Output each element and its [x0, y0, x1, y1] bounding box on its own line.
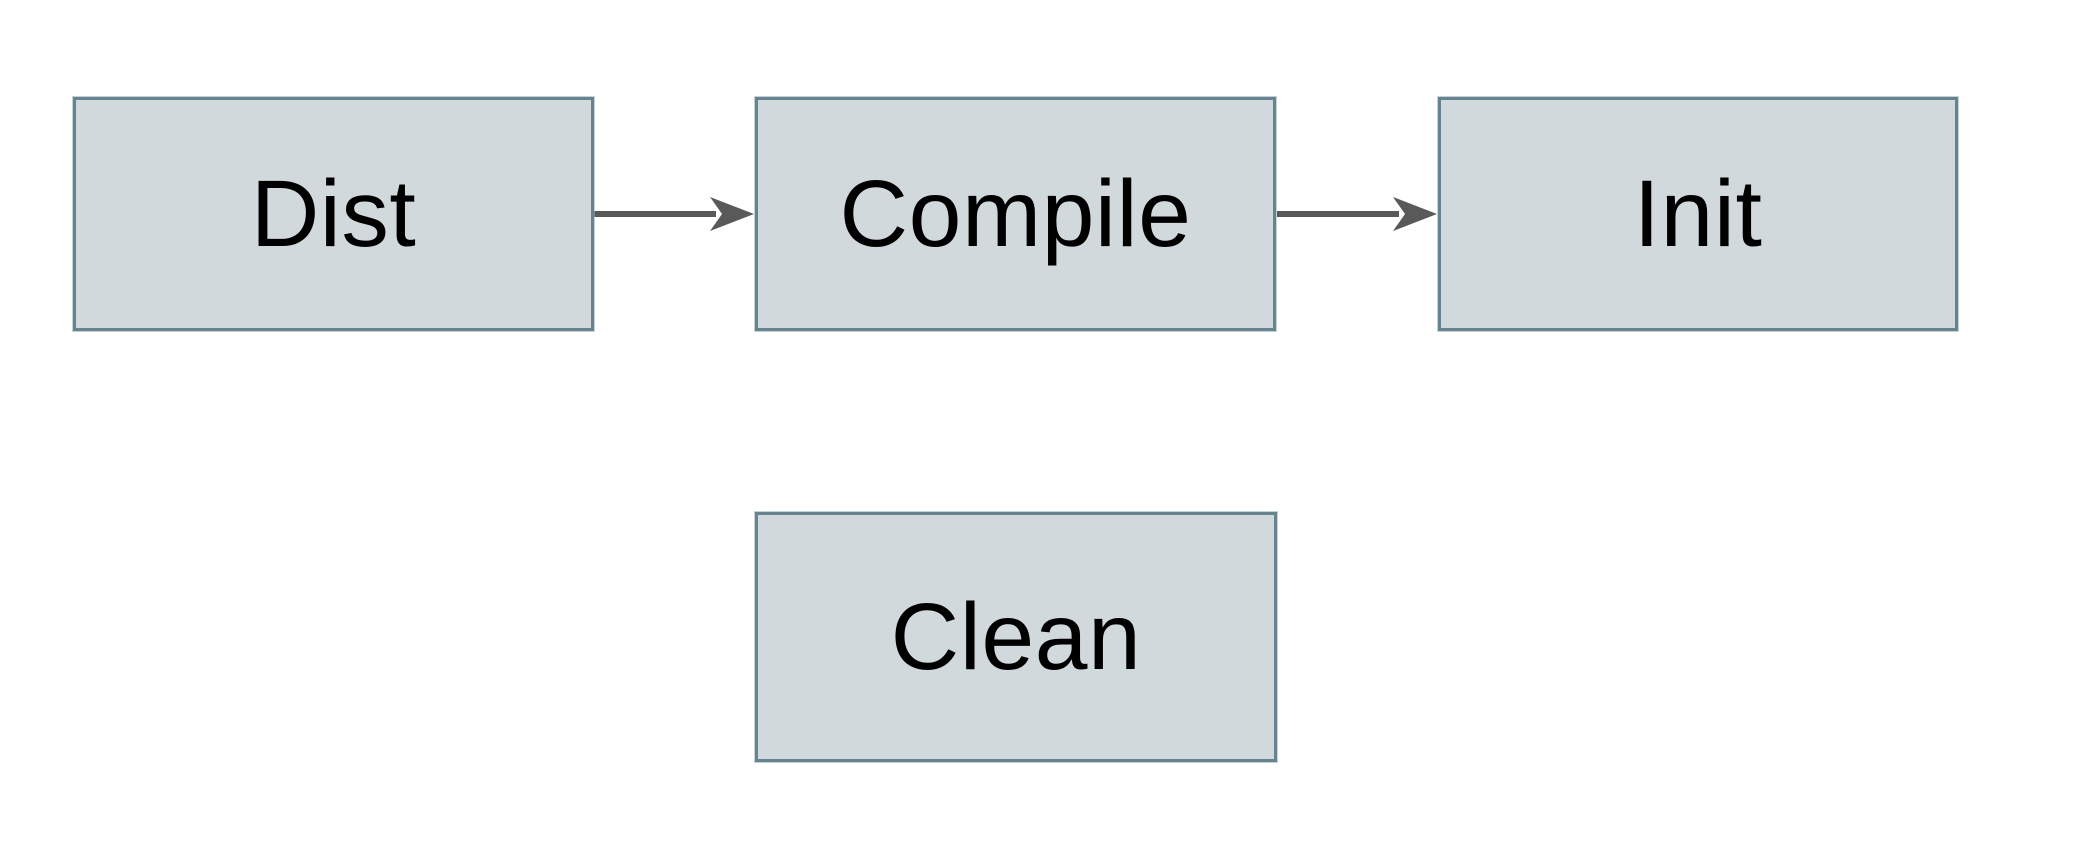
node-clean-label: Clean	[890, 583, 1142, 690]
arrow-dist-to-compile	[594, 197, 754, 231]
node-init: Init	[1438, 97, 1958, 331]
node-compile: Compile	[755, 97, 1276, 331]
node-dist-label: Dist	[250, 160, 417, 267]
node-compile-label: Compile	[839, 160, 1192, 267]
node-dist: Dist	[73, 97, 594, 331]
node-clean: Clean	[755, 512, 1277, 762]
node-init-label: Init	[1633, 160, 1763, 267]
arrow-compile-to-init	[1277, 197, 1437, 231]
